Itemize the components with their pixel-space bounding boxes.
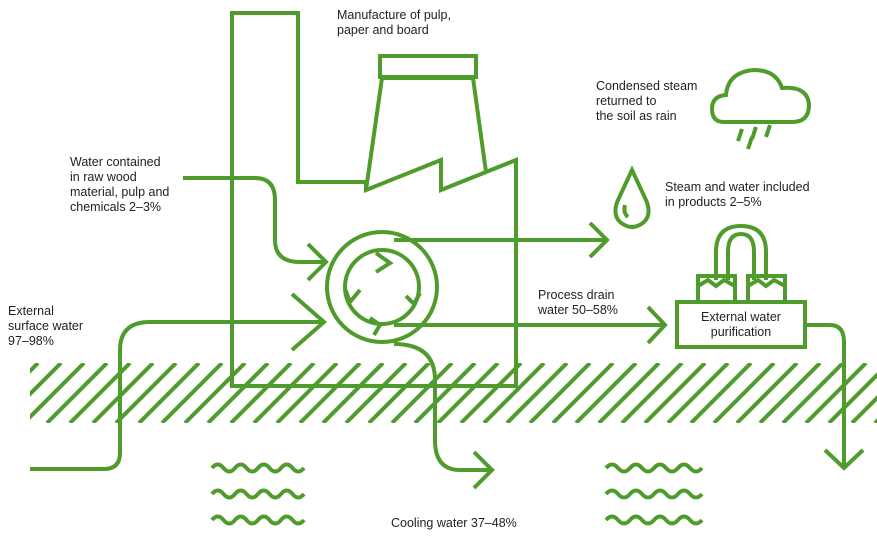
wave-line — [210, 514, 306, 526]
rain-cloud-icon — [709, 67, 812, 150]
hatch-line — [114, 363, 178, 423]
hatch-line — [275, 363, 339, 423]
steam-outlet-arrow — [394, 221, 610, 259]
hatch-line — [344, 363, 408, 423]
wave-line — [604, 462, 704, 474]
water-waves-icon — [210, 462, 306, 526]
wave-line — [604, 488, 704, 500]
purification-plant-icon — [675, 223, 807, 349]
hatch-line — [827, 372, 877, 423]
steam-in-products-label: Steam and water included in products 2–5… — [665, 180, 810, 209]
external-purification-label: External water purification — [701, 310, 781, 339]
hatch-line — [551, 363, 615, 423]
ground-hatch — [30, 363, 877, 423]
hatch-line — [689, 363, 753, 423]
cooling-water-label: Cooling water 37–48% — [391, 516, 517, 530]
hatch-line — [30, 363, 63, 397]
hatch-line — [735, 363, 799, 423]
water-in-wood-label: Water contained in raw wood material, pu… — [70, 155, 170, 214]
hatch-line — [252, 363, 316, 423]
cooling-water-arrow — [393, 342, 495, 490]
hatch-line — [45, 363, 109, 423]
process-drain-arrow — [394, 305, 668, 345]
surface-water-arrow — [30, 292, 328, 471]
hatch-line — [229, 363, 293, 423]
water-waves-icon — [604, 462, 704, 526]
hatch-line — [390, 363, 454, 423]
wave-line — [210, 462, 306, 474]
hatch-line — [758, 363, 822, 423]
water-drop-icon — [613, 165, 651, 229]
hatch-line — [183, 363, 247, 423]
hatch-line — [505, 363, 569, 423]
factory-icon — [230, 11, 518, 388]
hatch-line — [137, 363, 201, 423]
hatch-line — [91, 363, 155, 423]
hatch-line — [298, 363, 362, 423]
hatch-line — [850, 395, 877, 423]
condensed-steam-label: Condensed steam returned to the soil as … — [596, 79, 698, 123]
hatch-line — [620, 363, 684, 423]
hatch-line — [781, 363, 845, 423]
external-surface-water-label: External surface water 97–98% — [8, 304, 84, 348]
wave-line — [210, 488, 306, 500]
purification-outlet-arrow — [805, 323, 865, 471]
hatch-line — [321, 363, 385, 423]
hatch-line — [436, 363, 500, 423]
process-cycle-icon — [325, 230, 439, 344]
hatch-line — [413, 363, 477, 423]
hatch-line — [528, 363, 592, 423]
hatch-line — [482, 363, 546, 423]
process-drain-label: Process drain water 50–58% — [538, 288, 618, 317]
hatch-line — [804, 363, 868, 423]
hatch-line — [597, 363, 661, 423]
wood-water-arrow — [183, 176, 329, 282]
wave-line — [604, 514, 704, 526]
manufacture-label: Manufacture of pulp, paper and board — [337, 8, 451, 37]
hatch-line — [574, 363, 638, 423]
hatch-line — [160, 363, 224, 423]
hatch-line — [643, 363, 707, 423]
hatch-line — [459, 363, 523, 423]
hatch-line — [206, 363, 270, 423]
hatch-line — [712, 363, 776, 423]
hatch-line — [367, 363, 431, 423]
hatch-line — [30, 363, 86, 420]
hatch-line — [666, 363, 730, 423]
